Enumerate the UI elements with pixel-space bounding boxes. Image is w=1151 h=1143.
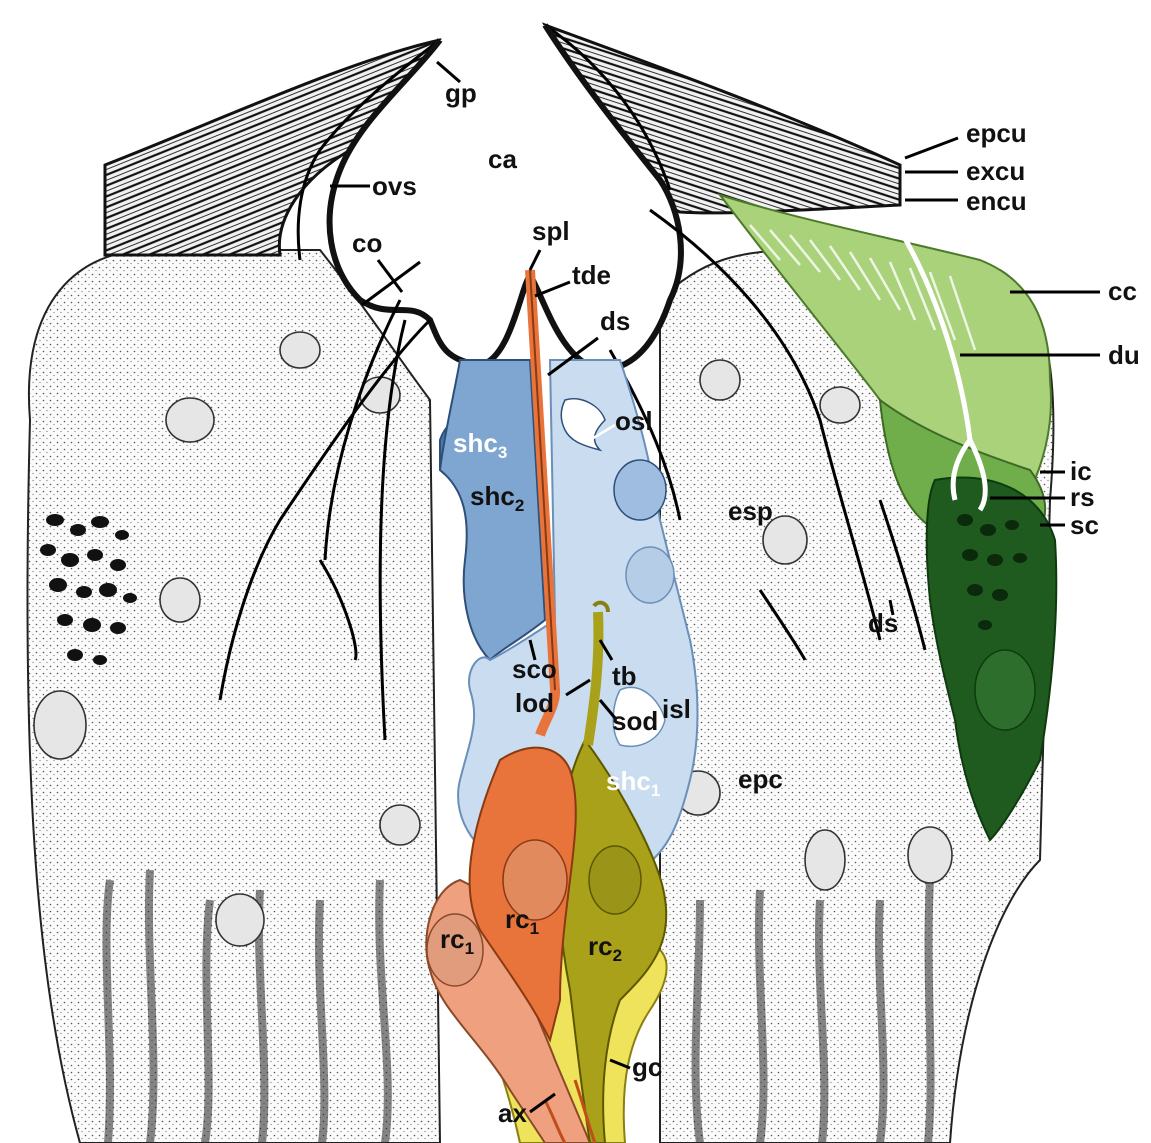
label-co: co (352, 228, 382, 258)
label-esp: esp (728, 496, 773, 526)
label-ds-center: ds (600, 306, 630, 336)
label-epcu: epcu (966, 118, 1027, 148)
label-excu: excu (966, 156, 1025, 186)
label-encu: encu (966, 186, 1027, 216)
label-spl: spl (532, 216, 570, 246)
label-gc: gc (632, 1052, 662, 1082)
label-ca: ca (488, 144, 517, 174)
label-ds-right: ds (868, 608, 898, 638)
label-lod: lod (515, 688, 554, 718)
label-du: du (1108, 340, 1140, 370)
label-tde: tde (572, 260, 611, 290)
label-sod: sod (612, 706, 658, 736)
label-epc: epc (738, 764, 783, 794)
label-osl: osl (615, 406, 653, 436)
label-ovs: ovs (372, 171, 417, 201)
label-tb: tb (612, 661, 637, 691)
label-gp: gp (445, 78, 477, 108)
label-cc: cc (1108, 276, 1137, 306)
label-sc: sc (1070, 510, 1099, 540)
label-sco: sco (512, 654, 557, 684)
label-rs: rs (1070, 482, 1095, 512)
label-isl: isl (662, 694, 691, 724)
label-ax: ax (498, 1098, 527, 1128)
